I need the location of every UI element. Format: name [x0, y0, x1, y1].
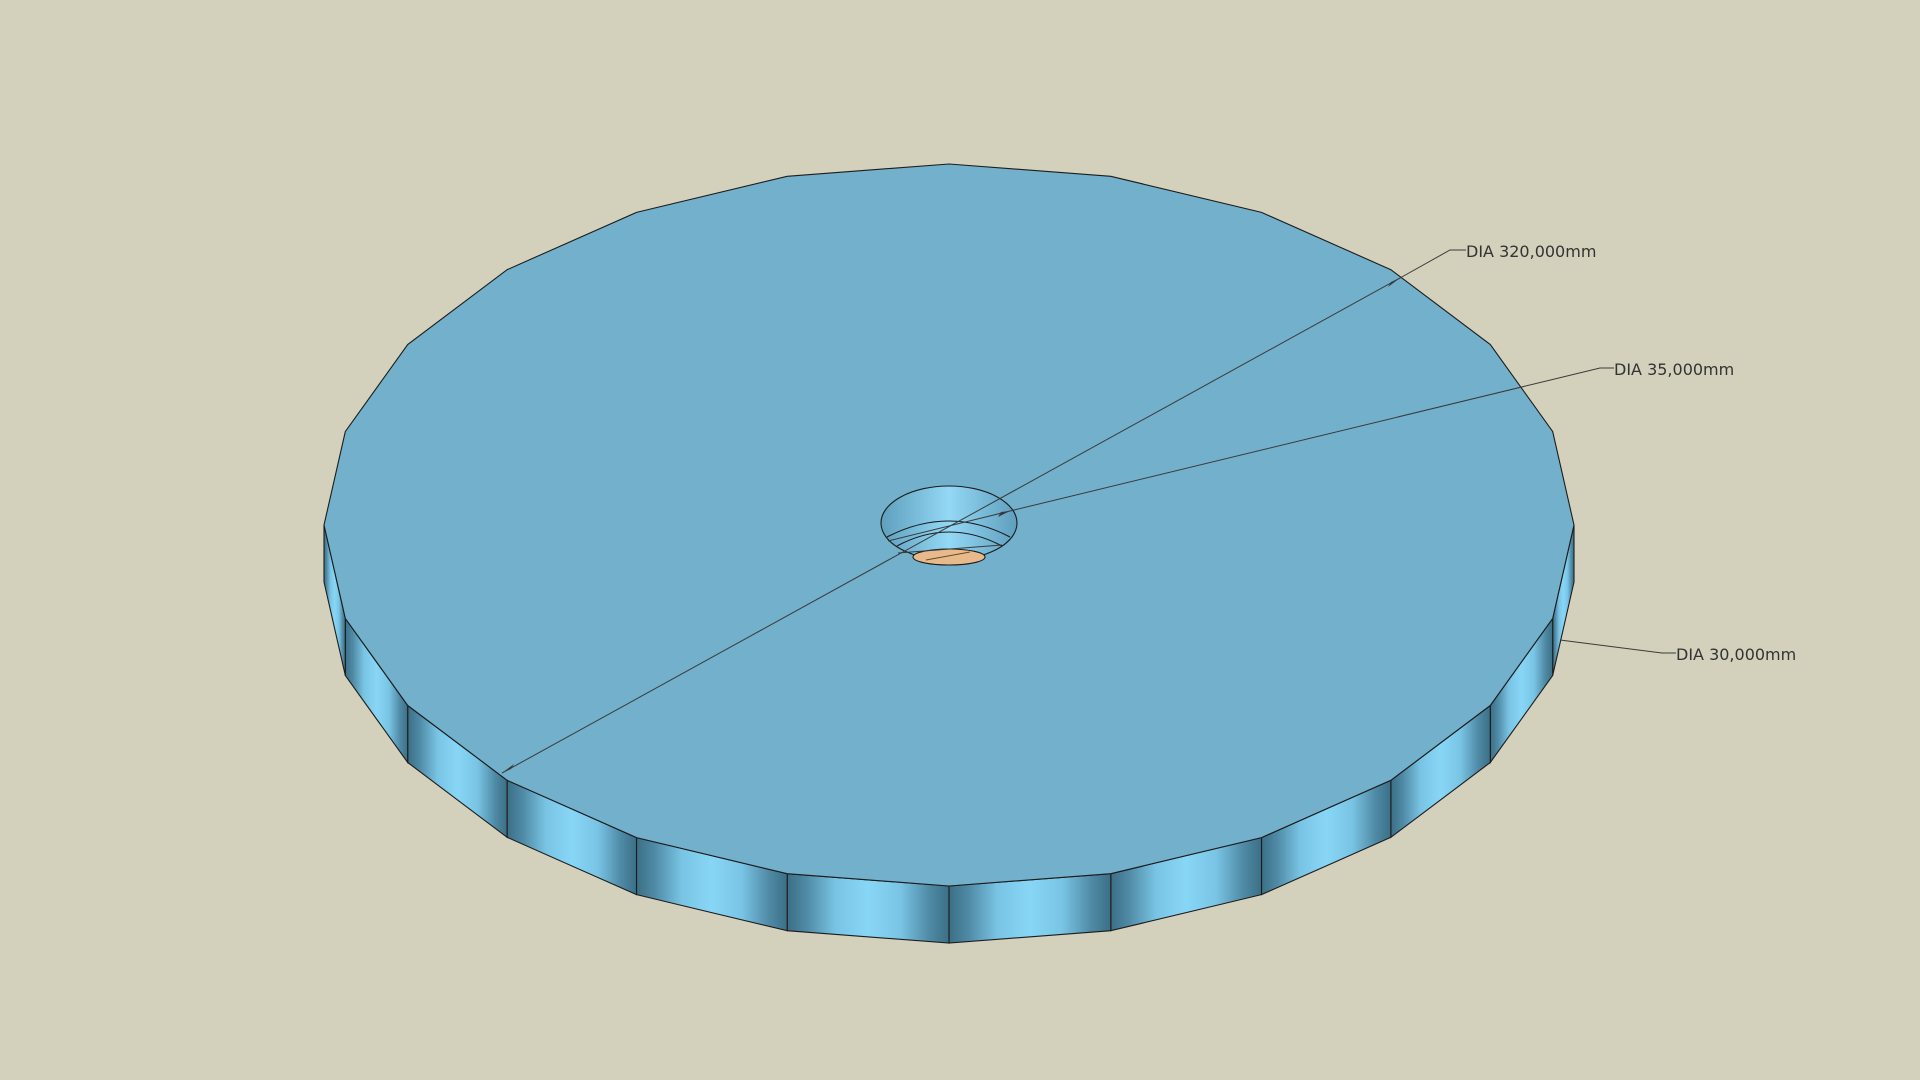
dimension-line: [897, 544, 1003, 554]
dimension-label: DIA 30,000mm: [1676, 645, 1796, 664]
dimension-label: DIA 35,000mm: [1614, 360, 1734, 379]
arrow-icon: [998, 511, 1010, 517]
center-hole: [880, 485, 1018, 566]
dimension-line: [887, 510, 1011, 542]
hole-bottom-line: [925, 551, 971, 561]
leader-line: [1559, 639, 1676, 654]
disc-side-face: [323, 524, 1575, 944]
dimension-label: DIA 320,000mm: [1466, 242, 1596, 261]
leader-line: [1399, 249, 1466, 279]
arrow-icon: [502, 764, 514, 773]
dimension-hole-outer-diameter[interactable]: DIA 35,000mm: [887, 360, 1734, 542]
arrow-icon: [1388, 278, 1400, 287]
leader-line: [1009, 367, 1614, 512]
dimension-hole-inner-diameter[interactable]: DIA 30,000mm: [897, 544, 1796, 664]
hole-inner-edge: [896, 531, 1003, 547]
hole-step-edge: [886, 520, 1011, 538]
